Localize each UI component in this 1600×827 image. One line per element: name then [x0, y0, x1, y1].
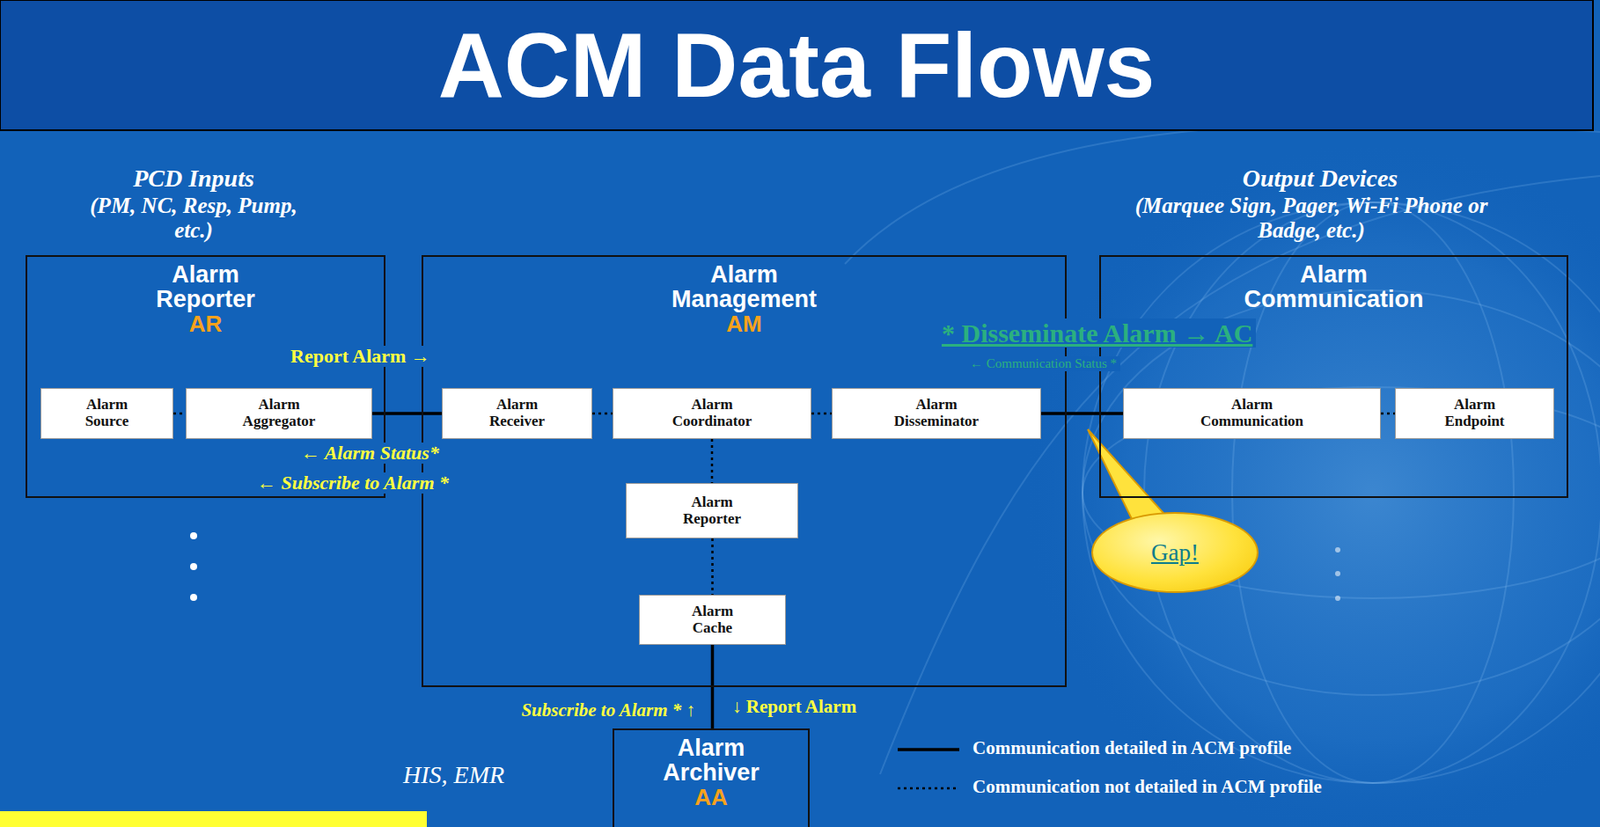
profile-connector [1041, 411, 1123, 416]
group-heading: PCD Inputs [61, 165, 326, 193]
actor-code: AR [189, 312, 223, 337]
internal-connector [811, 412, 832, 416]
profile-connector [372, 411, 442, 416]
callout-bubble: Gap! [1091, 512, 1259, 594]
node-label: Alarm Management [671, 262, 817, 313]
group-note: (Marquee Sign, Pager, Wi-Fi Phone or Bad… [1104, 193, 1519, 243]
legend-text: Communication not detailed in ACM profil… [972, 777, 1322, 798]
process-box: Alarm Cache [638, 594, 786, 646]
archiver-actor: Alarm ArchiverAA [612, 728, 810, 827]
flow-label: ← Alarm Status* [297, 442, 443, 464]
communication-actor: Alarm CommunicationAlarm CommunicationAl… [1099, 255, 1569, 499]
node-label: Alarm Reporter [155, 262, 256, 313]
group-note: (PM, NC, Resp, Pump, etc.) [88, 193, 300, 243]
internal-connector [711, 439, 714, 484]
legend-sample [897, 748, 960, 752]
more-inputs-dots [190, 532, 198, 602]
internal-connector [173, 412, 186, 416]
legend-sample [897, 787, 960, 791]
footer-bar [0, 811, 427, 827]
revision-label: * Disseminate Alarm → AC [938, 318, 1256, 348]
node-label: Alarm Communication [1244, 262, 1424, 313]
node-label: Alarm Disseminator [894, 396, 979, 430]
process-box: Alarm Receiver [441, 388, 593, 440]
revision-label: ← Communication Status * [966, 356, 1121, 372]
title-banner [0, 0, 1593, 131]
node-label: Alarm Cache [691, 603, 734, 637]
flow-label: Subscribe to Alarm * ↑ [387, 700, 696, 721]
globe-glow [1020, 140, 1600, 827]
node-label: Alarm Aggregator [242, 396, 316, 430]
actor-code: AA [694, 785, 728, 810]
node-label: Alarm Archiver [662, 735, 760, 786]
node-label: Alarm Source [85, 396, 130, 430]
process-box: Alarm Aggregator [185, 388, 373, 440]
process-box: Alarm Reporter [625, 483, 799, 539]
node-label: Alarm Receiver [489, 396, 545, 430]
process-box: Alarm Endpoint [1394, 388, 1555, 440]
internal-connector [592, 412, 613, 416]
flow-label: ↓ Report Alarm [732, 697, 857, 718]
process-box: Alarm Communication [1122, 388, 1381, 440]
flow-label: Report Alarm → [286, 345, 434, 367]
node-label: Gap! [1151, 539, 1199, 567]
node-label: Alarm Coordinator [672, 396, 753, 430]
process-box: Alarm Disseminator [831, 388, 1042, 440]
process-box: Alarm Coordinator [612, 388, 812, 440]
node-label: Alarm Reporter [682, 494, 742, 528]
node-label: Alarm Communication [1200, 396, 1304, 430]
legend-text: Communication detailed in ACM profile [972, 738, 1292, 759]
flow-label: ← Subscribe to Alarm * [253, 472, 453, 494]
actor-code: AM [726, 312, 762, 337]
node-label: Alarm Endpoint [1444, 396, 1505, 430]
group-heading: Output Devices [1188, 165, 1453, 193]
process-box: Alarm Source [40, 388, 174, 440]
internal-connector [1380, 412, 1395, 416]
more-outputs-dots [1335, 547, 1341, 602]
system-note: HIS, EMR [403, 762, 505, 790]
internal-connector [711, 538, 714, 595]
diagram-title: ACM Data Flows [0, 17, 1593, 114]
globe-lines [844, 123, 1600, 784]
